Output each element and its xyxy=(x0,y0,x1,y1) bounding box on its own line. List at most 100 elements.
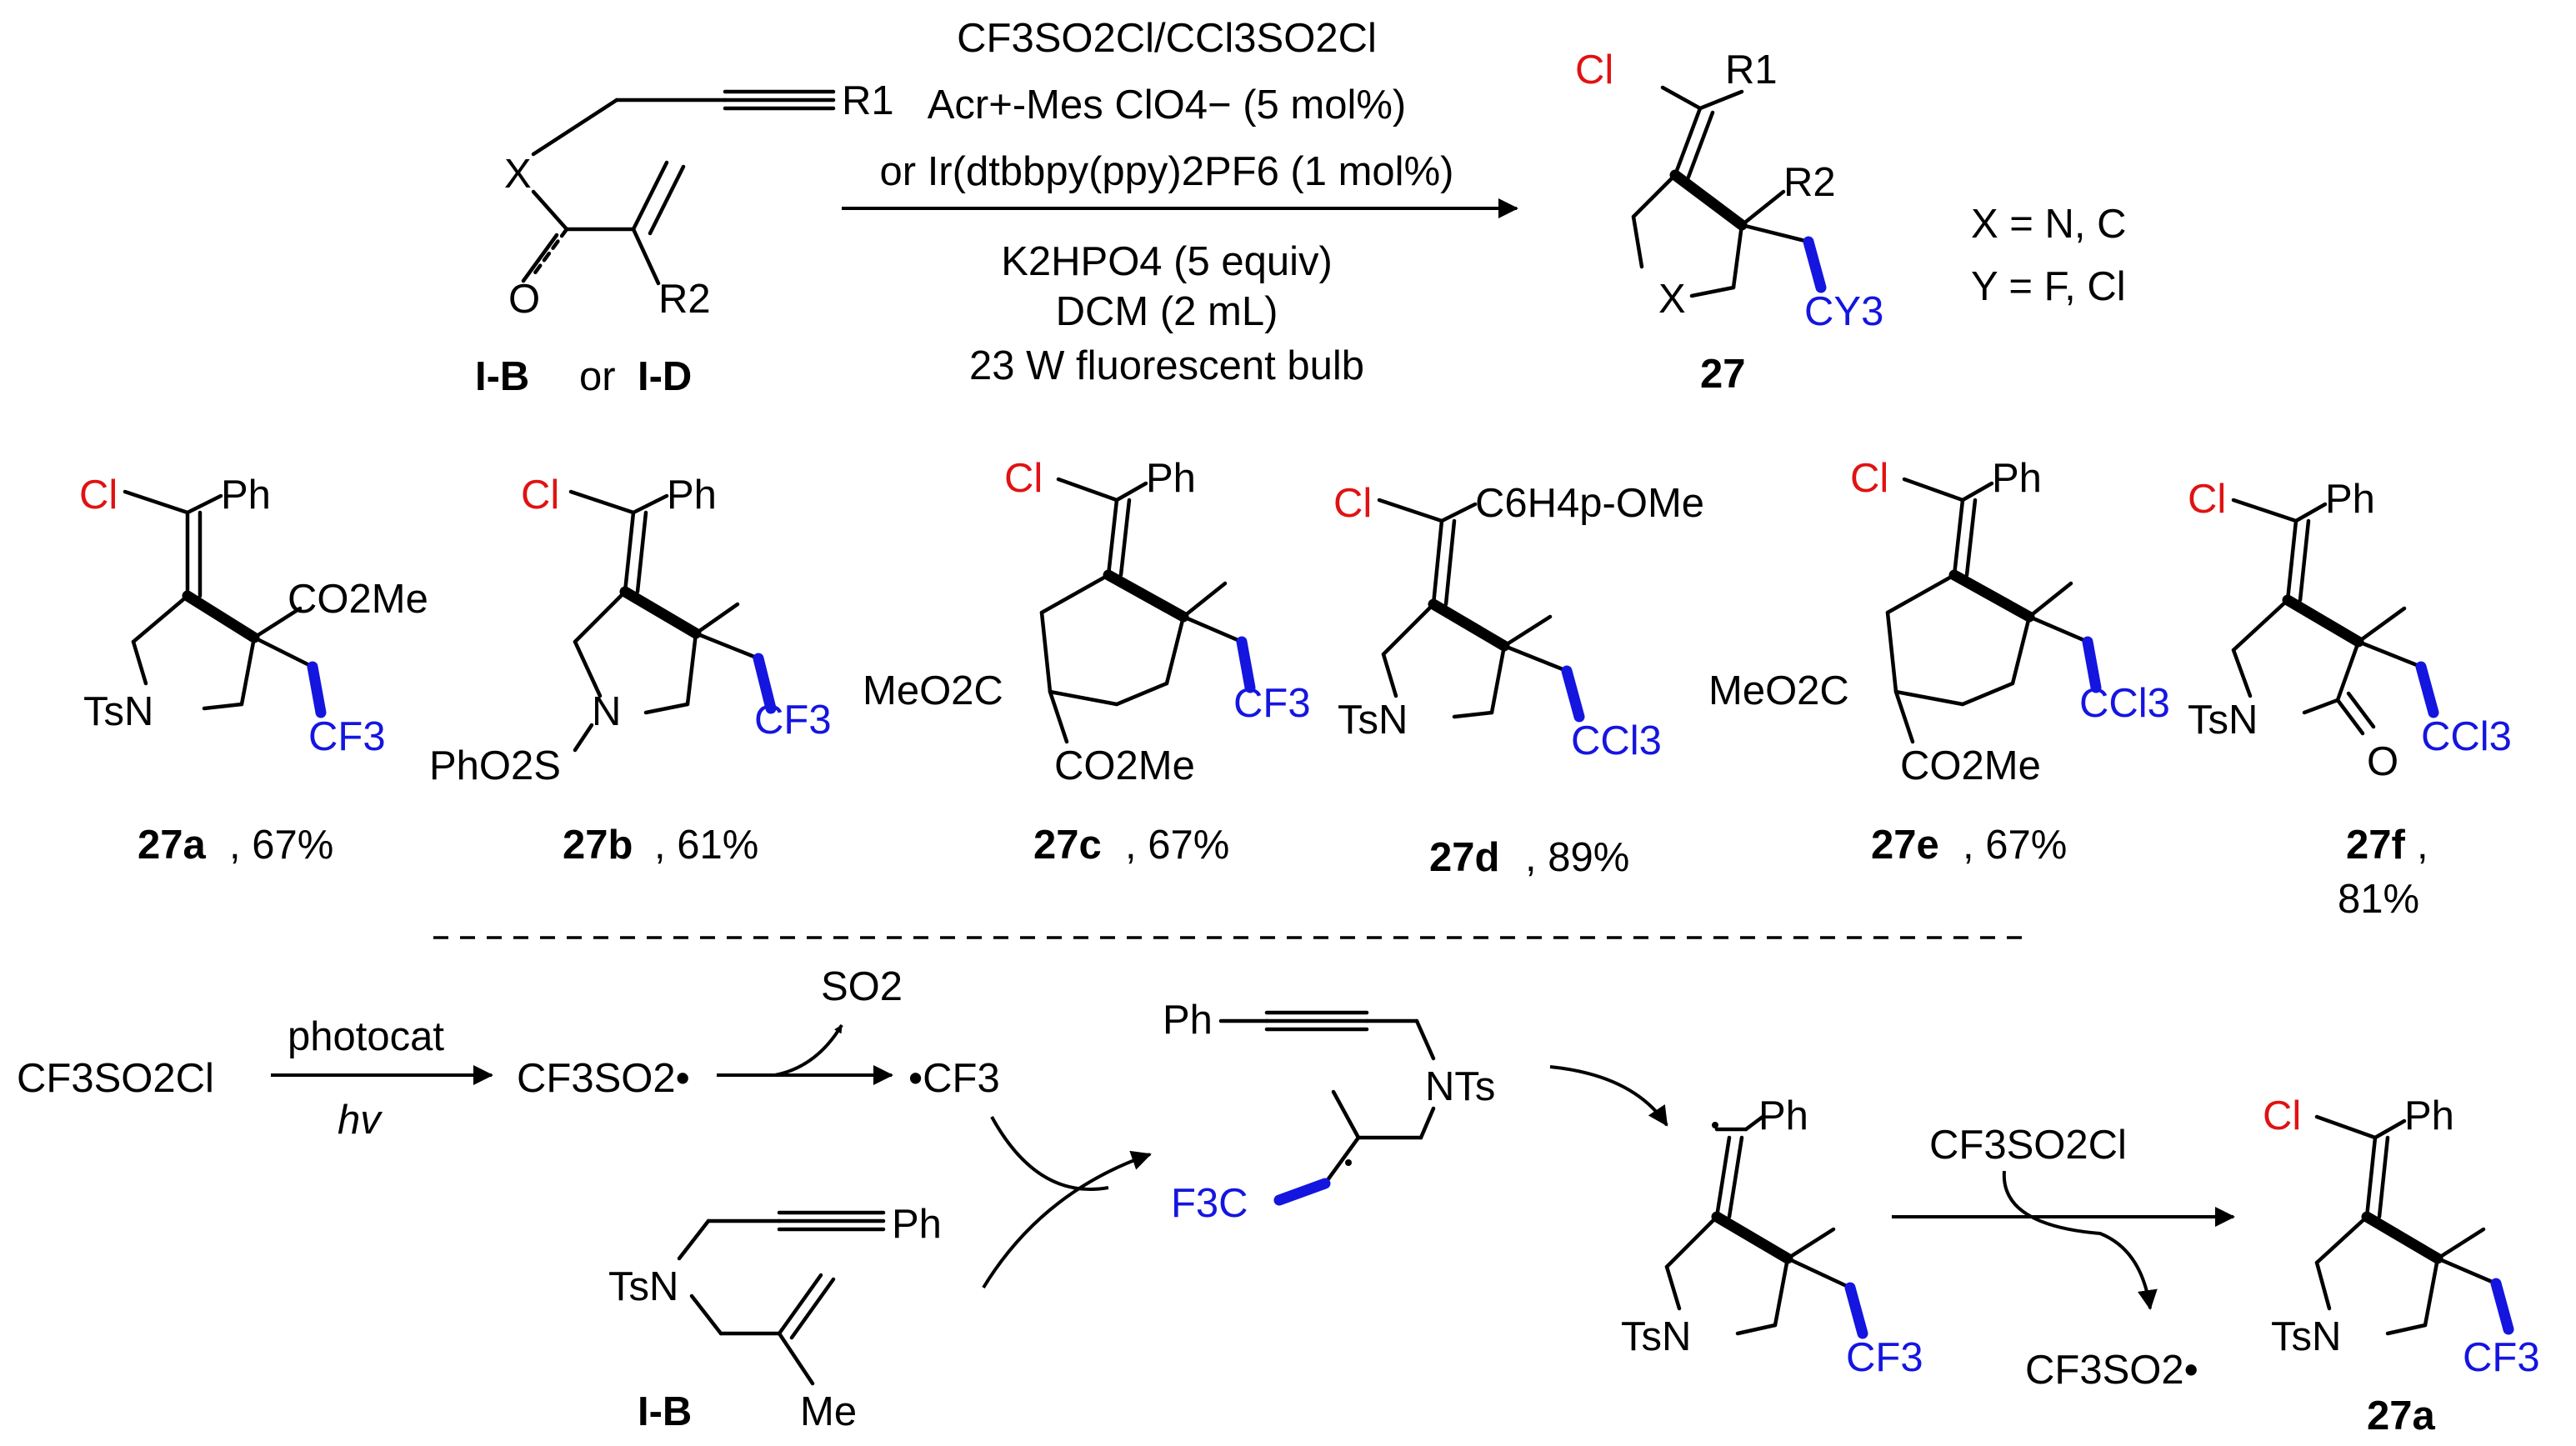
reaction-conditions: CF3SO2Cl/CCl3SO2Cl Acr+-Mes ClO4− (5 mol… xyxy=(842,16,1518,388)
ex-27c-cl: Cl xyxy=(1004,456,1043,501)
ex-27f-id: 27f xyxy=(2346,823,2406,868)
mech-int1-ph: Ph xyxy=(1163,998,1213,1043)
conditions-line-6: 23 W fluorescent bulb xyxy=(969,343,1364,388)
reactant-r2-label: R2 xyxy=(658,277,711,322)
reactant-name-a: I-B xyxy=(475,354,529,399)
mech-substrate-name: I-B xyxy=(638,1389,692,1434)
general-product-27: Cl R1 R2 X CY3 27 X = N, C Y = F, Cl xyxy=(1575,48,2127,397)
conditions-line-1: CF3SO2Cl/CCl3SO2Cl xyxy=(957,16,1377,61)
ex-27b-id: 27b xyxy=(563,823,633,868)
ex-27d-ring-group: TsN xyxy=(1338,698,1408,743)
mech-cyclization-arrow xyxy=(1549,1065,1668,1127)
reactant-x-label: X xyxy=(504,152,532,197)
mech-int2-tsn: TsN xyxy=(1621,1314,1691,1359)
example-27d: Cl C6H4p-OMe TsN CCl3 27d , 89% xyxy=(1333,481,1704,880)
ex-27a-sub: CO2Me xyxy=(288,577,428,622)
mech-product-cl: Cl xyxy=(2263,1093,2301,1138)
ex-27e-ring-group: MeO2C xyxy=(1708,668,1849,713)
ex-27c-ring-group: MeO2C xyxy=(863,668,1003,713)
product-r1-label: R1 xyxy=(1725,48,1778,93)
mech-substrate-ph: Ph xyxy=(892,1202,942,1247)
product-name: 27 xyxy=(1700,352,1746,397)
example-27e: Cl Ph MeO2C CO2Me CCl3 27e , 67% xyxy=(1708,456,2170,868)
ex-27b-ring-group: N xyxy=(592,689,621,734)
ex-27d-aryl: C6H4p-OMe xyxy=(1475,481,1704,526)
ex-27f-o: O xyxy=(2367,739,2398,784)
ex-27f-comma: , xyxy=(2417,823,2428,868)
conditions-line-5: DCM (2 mL) xyxy=(1056,289,1278,334)
ex-27b-cx3: CF3 xyxy=(754,698,832,743)
example-27c: Cl Ph MeO2C CO2Me CF3 27c , 67% xyxy=(863,456,1311,868)
ex-27d-cx3: CCl3 xyxy=(1571,718,1662,763)
ex-27c-id: 27c xyxy=(1033,823,1102,868)
mech-cl-transfer-arrow xyxy=(2002,1170,2158,1310)
mech-int2-ph: Ph xyxy=(1758,1093,1808,1138)
mech-int1-f3c: F3C xyxy=(1171,1181,1248,1226)
mech-product-cf3: CF3 xyxy=(2463,1335,2540,1380)
mechanism: CF3SO2Cl photocat hv CF3SO2• SO2 •CF3 Ts… xyxy=(17,964,2540,1438)
product-x-label: X xyxy=(1658,277,1686,322)
product-note-x: X = N, C xyxy=(1971,202,2127,247)
mech-int1-nts: NTs xyxy=(1425,1064,1495,1109)
mech-product-ph: Ph xyxy=(2404,1093,2454,1138)
ex-27e-yield: , 67% xyxy=(1963,823,2067,868)
ex-27f-yield: 81% xyxy=(2338,877,2419,922)
conditions-line-3: or Ir(dtbbpy(ppy)2PF6 (1 mol%) xyxy=(880,149,1454,194)
ex-27c-yield: , 67% xyxy=(1125,823,1229,868)
ex-27e-id: 27e xyxy=(1871,823,1939,868)
mech-so2-loss-arrow xyxy=(774,1023,843,1077)
product-r2-label: R2 xyxy=(1783,160,1836,205)
ex-27e-cx3: CCl3 xyxy=(2079,681,2170,726)
mech-addition-arrow-b xyxy=(982,1150,1152,1289)
product-cl-label: Cl xyxy=(1575,48,1613,93)
ex-27a-id: 27a xyxy=(138,823,207,868)
mech-int2-cf3: CF3 xyxy=(1846,1335,1923,1380)
ex-27e-cl: Cl xyxy=(1850,456,1888,501)
reactant-o-label: O xyxy=(508,277,540,322)
mech-substrate-tsn: TsN xyxy=(608,1264,678,1309)
example-27a: Cl Ph CO2Me TsN CF3 27a , 67% xyxy=(79,473,428,868)
mech-addition-arrow-a xyxy=(990,1116,1109,1191)
ex-27d-yield: , 89% xyxy=(1525,835,1629,880)
ex-27b-aryl: Ph xyxy=(667,473,717,518)
reactant-r1-label: R1 xyxy=(842,78,894,123)
reactant-name-b: I-D xyxy=(638,354,692,399)
example-27b: Cl Ph N PhO2S CF3 27b , 61% xyxy=(429,473,832,868)
product-cy3-label: CY3 xyxy=(1804,289,1883,334)
mech-sulfonyl-radical: CF3SO2• xyxy=(517,1056,690,1101)
ex-27a-aryl: Ph xyxy=(221,473,271,518)
ex-27f-ring-group: TsN xyxy=(2188,698,2258,743)
ex-27f-cl: Cl xyxy=(2188,477,2226,522)
mech-reagent-2: CF3SO2Cl xyxy=(1929,1123,2127,1168)
mech-product-tsn: TsN xyxy=(2271,1314,2341,1359)
mech-photocat: photocat xyxy=(288,1014,444,1059)
ex-27a-cx3: CF3 xyxy=(308,714,386,759)
ex-27e-aryl: Ph xyxy=(1992,456,2042,501)
mech-int1-radical-dot xyxy=(1345,1159,1352,1166)
ex-27a-ring-group: TsN xyxy=(83,689,153,734)
mech-so2: SO2 xyxy=(821,964,903,1009)
mech-int2-radical-dot xyxy=(1712,1122,1718,1128)
ex-27f-aryl: Ph xyxy=(2325,477,2375,522)
mech-cf3-radical: •CF3 xyxy=(908,1056,1000,1101)
ex-27d-id: 27d xyxy=(1429,835,1499,880)
starting-material: X R1 O R2 I-B or I-D xyxy=(475,78,894,399)
conditions-line-4: K2HPO4 (5 equiv) xyxy=(1001,239,1333,284)
ex-27b-cl: Cl xyxy=(521,473,559,518)
reactant-name-or: or xyxy=(579,354,616,399)
ex-27d-cl: Cl xyxy=(1333,481,1372,526)
ex-27f-cx3: CCl3 xyxy=(2421,714,2512,759)
ex-27a-yield: , 67% xyxy=(229,823,333,868)
ex-27c-cx3: CF3 xyxy=(1233,681,1311,726)
ex-27c-aryl: Ph xyxy=(1146,456,1196,501)
mech-hv: hv xyxy=(338,1098,383,1143)
conditions-line-2: Acr+-Mes ClO4− (5 mol%) xyxy=(928,83,1407,128)
mech-product-name: 27a xyxy=(2367,1393,2436,1438)
example-27f: Cl Ph TsN O CCl3 27f , 81% xyxy=(2188,477,2512,922)
mech-sulfonyl-radical-2: CF3SO2• xyxy=(2025,1348,2198,1393)
ex-27a-cl: Cl xyxy=(79,473,118,518)
product-note-y: Y = F, Cl xyxy=(1971,264,2126,309)
mech-substrate-me: Me xyxy=(800,1389,857,1434)
